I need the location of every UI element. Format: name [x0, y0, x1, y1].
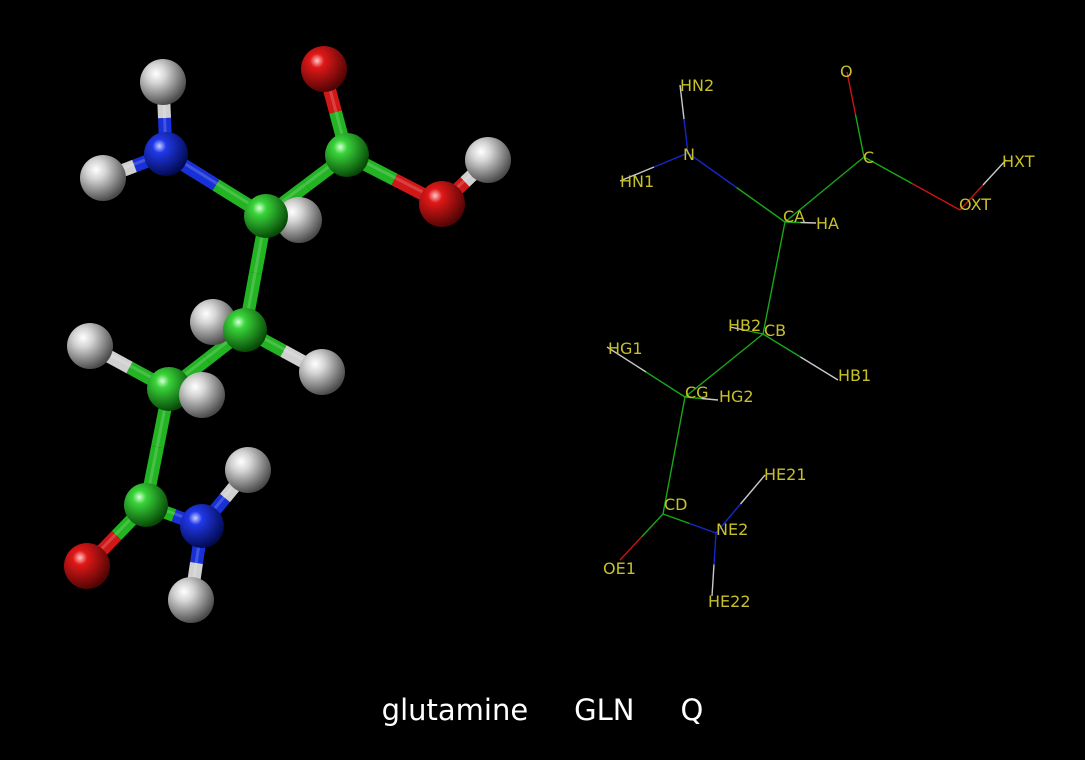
atom-label-c: C	[863, 148, 874, 167]
atom-ball-hn1	[80, 155, 126, 201]
atom-ball-oe1	[64, 543, 110, 589]
amino-acid-name: glutamine	[381, 693, 529, 727]
schematic-bond-NE2-HE22-half-a	[713, 532, 717, 565]
atom-label-hn2: HN2	[680, 76, 714, 95]
atom-ball-o	[301, 46, 347, 92]
schematic-bond-C-OXT-half-a	[863, 156, 913, 185]
atom-ball-he22	[168, 577, 214, 623]
atom-label-ne2: NE2	[716, 520, 748, 539]
schematic-bond-CA-HA-half-b	[800, 221, 817, 224]
schematic-bond-NE2-HE21-half-a	[715, 503, 742, 534]
atom-label-he21: HE21	[764, 465, 807, 484]
atom-ball-hxt	[465, 137, 511, 183]
schematic-bond-N-HN1-half-a	[653, 152, 689, 168]
schematic-bond-CD-NE2-half-b	[689, 522, 717, 534]
atom-ball-c	[325, 133, 369, 177]
schematic-bond-CB-HB1-half-b	[800, 356, 839, 381]
atom-label-ha: HA	[816, 214, 839, 233]
atom-ball-n	[144, 132, 188, 176]
atom-ball-ne2	[180, 504, 224, 548]
atom-label-hg1: HG1	[608, 339, 643, 358]
atom-ball-ha	[276, 197, 322, 243]
schematic-bond-C-O-half-b	[846, 71, 857, 115]
schematic-bond-CG-CD-half-b	[662, 455, 675, 515]
schematic-bond-CB-CG-half-a	[723, 333, 764, 367]
atom-label-o: O	[840, 62, 853, 81]
schematic-bonds	[606, 71, 1007, 597]
atom-label-hb2: HB2	[728, 316, 761, 335]
schematic-bond-N-HN1-half-b	[619, 166, 655, 182]
schematic-bond-CA-C-half-a	[784, 188, 825, 223]
schematic-bond-CB-HB2-half-a	[746, 329, 764, 335]
atom-ball-hg2	[179, 372, 225, 418]
schematic-bond-N-HN2-half-b	[679, 84, 685, 120]
schematic-bond-OXT-HXT-half-b	[982, 159, 1007, 186]
schematic-bond-C-OXT-half-b	[911, 182, 961, 211]
schematic-bond-OXT-HXT-half-a	[959, 184, 984, 211]
atom-ball-he21	[225, 447, 271, 493]
atom-ball-cd	[124, 483, 168, 527]
schematic-bond-CD-OE1-half-a	[640, 513, 664, 538]
schematic-bond-CA-C-half-b	[824, 156, 865, 191]
schematic-bond-CG-HG2-half-a	[684, 396, 702, 400]
schematic-bond-CG-HG1-half-a	[645, 371, 686, 398]
schematic-bond-CA-HA-half-a	[784, 221, 801, 224]
schematic-bond-NE2-HE22-half-b	[711, 564, 715, 597]
schematic-bond-CG-HG1-half-b	[606, 346, 647, 373]
atom-label-hb1: HB1	[838, 366, 871, 385]
schematic-bond-CD-OE1-half-b	[619, 536, 643, 561]
three-letter-code: GLN	[574, 693, 635, 727]
schematic-bond-CG-HG2-half-b	[701, 397, 719, 401]
schematic-bond-CB-HB2-half-b	[729, 326, 747, 332]
schematic-bond-N-CA-half-a	[687, 152, 737, 189]
schematic-bond-CB-CG-half-b	[684, 364, 725, 398]
ball-and-stick-atoms	[64, 46, 511, 623]
atom-ball-hb1	[299, 349, 345, 395]
schematic-bond-CA-CB-half-a	[773, 221, 786, 279]
schematic-bond-CD-NE2-half-a	[662, 513, 690, 525]
atom-label-oxt: OXT	[959, 195, 991, 214]
atom-ball-cb	[223, 308, 267, 352]
atom-ball-hn2	[140, 59, 186, 105]
schematic-bond-CB-HB1-half-a	[762, 333, 801, 358]
atom-label-n: N	[683, 145, 695, 164]
caption: glutamine GLN Q	[0, 690, 1085, 730]
atom-label-he22: HE22	[708, 592, 751, 611]
atom-label-cd: CD	[664, 495, 688, 514]
atom-ball-ca	[244, 194, 288, 238]
one-letter-code: Q	[680, 693, 704, 727]
atom-ball-oxt	[419, 181, 465, 227]
atom-ball-hg1	[67, 323, 113, 369]
schematic-bond-CA-CB-half-b	[762, 277, 775, 335]
schematic-bond-CG-CD-half-a	[673, 396, 686, 456]
schematic-bond-N-HN2-half-a	[683, 118, 689, 154]
schematic-bond-C-O-half-a	[854, 114, 865, 158]
atom-label-cb: CB	[764, 321, 786, 340]
atom-label-hxt: HXT	[1002, 152, 1035, 171]
atom-label-oe1: OE1	[603, 559, 636, 578]
schematic-bond-NE2-HE21-half-b	[739, 474, 766, 505]
atom-label-ca: CA	[783, 207, 805, 226]
atom-label-hn1: HN1	[620, 172, 654, 191]
atom-label-cg: CG	[685, 383, 709, 402]
atom-label-hg2: HG2	[719, 387, 754, 406]
schematic-bond-N-CA-half-b	[736, 186, 786, 223]
